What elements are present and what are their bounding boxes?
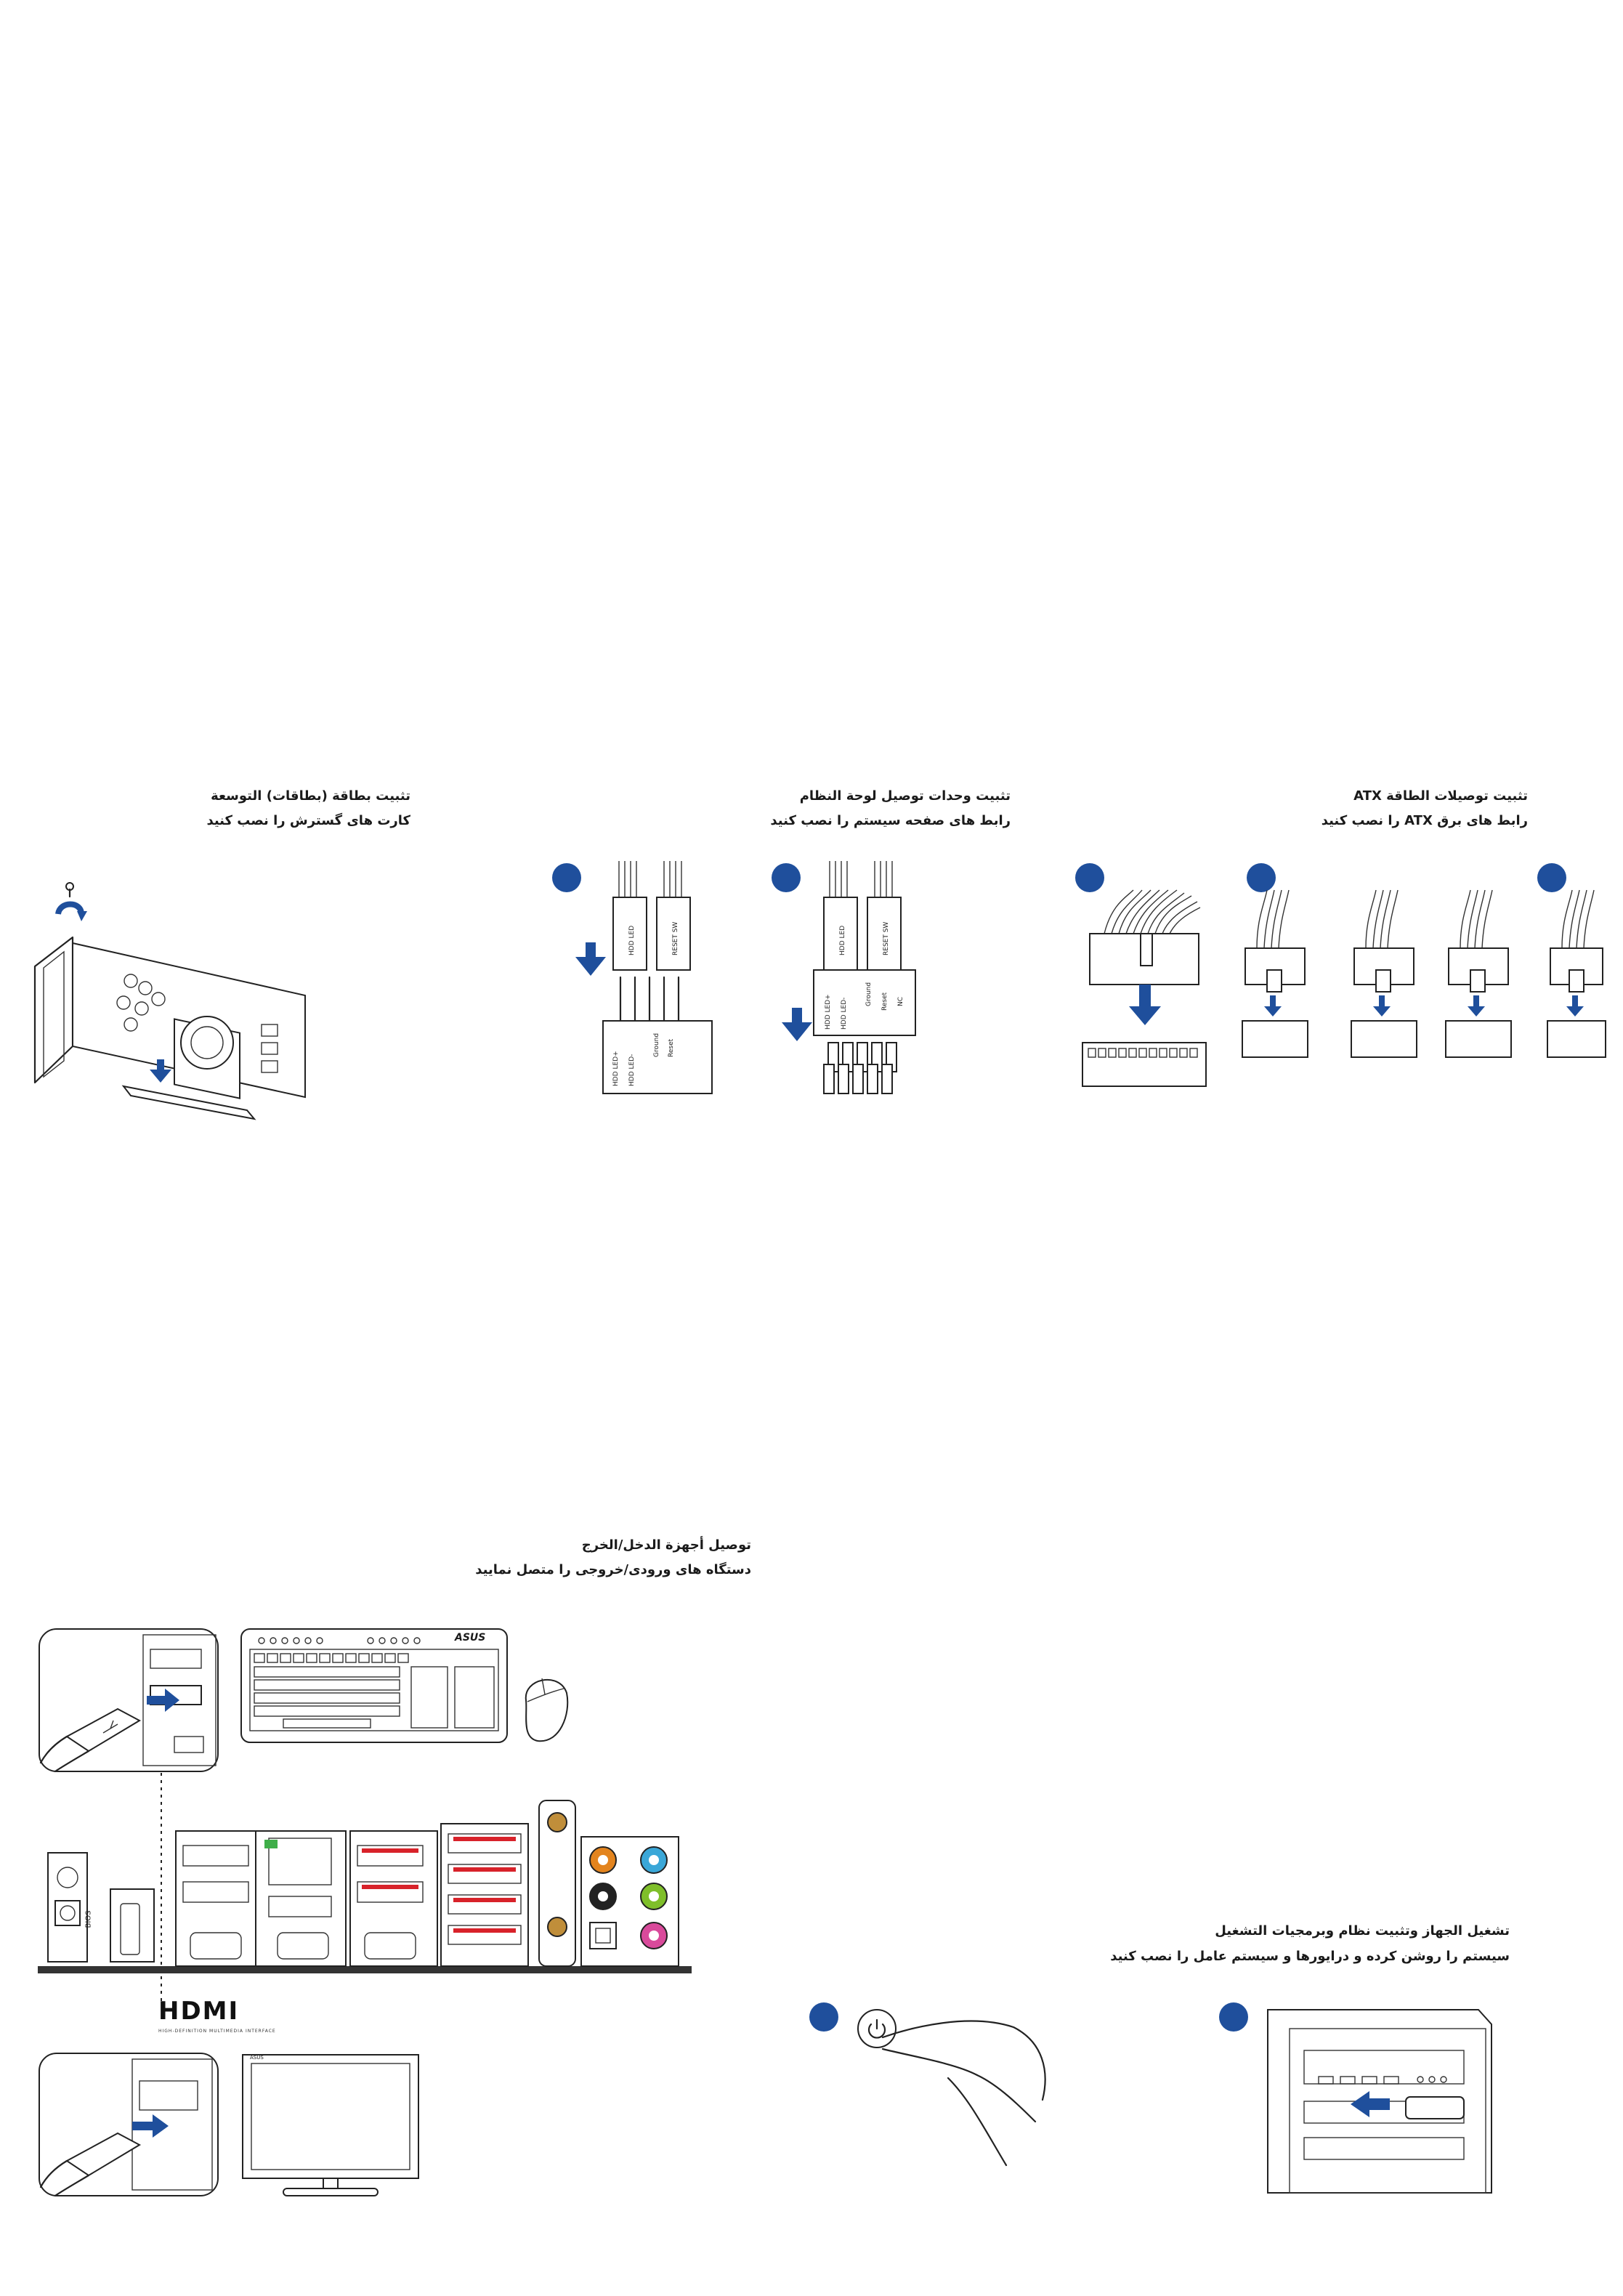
pin-label: Reset [668, 1038, 675, 1057]
expansion-card-illustration [33, 882, 306, 1120]
down-arrow-icon [782, 1008, 812, 1041]
front-panel-title-ar: تثبيت وحدات توصيل لوحة النظام [799, 788, 1011, 804]
down-arrow-icon [575, 942, 606, 976]
down-arrow-icon [150, 1059, 171, 1083]
atx-24pin-connector [1082, 889, 1207, 1087]
front-panel-title-fa: رابط های صفحه سیستم را نصب کنید [770, 813, 1011, 828]
pin-label: HDD LED+ [825, 994, 832, 1030]
pin-label: HDD LED- [628, 1054, 636, 1086]
refresh-icon [57, 1867, 78, 1888]
rotate-arrow-icon [55, 901, 84, 915]
usb-plug-inset [39, 1628, 219, 1773]
power-on-title-ar: تشغيل الجهاز وتثبيت نظام وبرمجيات التشغي… [1215, 1923, 1510, 1939]
pin-label: HDD LED+ [612, 1051, 620, 1086]
mouse-illustration [525, 1678, 569, 1742]
step-badge-3 [1537, 863, 1566, 892]
usb-drive-insert [1267, 2009, 1492, 2194]
power-on-title-fa: سیستم را روشن کرده و درایورها و سیستم عا… [1110, 1949, 1510, 1964]
pin-label: Ground [865, 982, 873, 1006]
pin-label: NC [897, 997, 904, 1006]
keyboard-illustration: ASUS [240, 1628, 509, 1744]
step-badge-2 [1219, 2002, 1248, 2032]
step-badge-2 [772, 863, 801, 892]
rear-io-panel [38, 1773, 692, 2005]
step-badge-1 [552, 863, 581, 892]
bios-label: BIOS [84, 1910, 93, 1928]
front-panel-connector-left: HDD LED RESET SW HDD LED+ HDD LED- Groun… [575, 861, 713, 1094]
hdmi-logo: HDMI [158, 1997, 240, 2026]
step-badge-1 [1075, 863, 1104, 892]
atx-title-ar: تثبيت توصيلات الطاقة ATX [1353, 788, 1528, 804]
step-badge-1 [809, 2002, 838, 2032]
down-arrow-icon [1264, 995, 1282, 1016]
pin-label: HDD LED [628, 926, 636, 955]
atx-8pin-connectors [1242, 889, 1417, 1058]
expansion-title-ar: تثبيت بطاقة (بطاقات) التوسعة [211, 788, 410, 804]
power-button-press [857, 2009, 1046, 2167]
io-title-fa: دستگاه های ورودی/خروجی را متصل نمایید [475, 1562, 751, 1577]
atx-8pin-connectors-2 [1445, 889, 1606, 1058]
down-arrow-icon [1129, 985, 1161, 1025]
usb-icon [102, 1720, 118, 1734]
expansion-title-fa: کارت های گسترش را نصب کنید [206, 813, 410, 828]
keyboard-brand: ASUS [455, 1632, 486, 1644]
pin-label: Reset [881, 992, 889, 1011]
front-panel-connector-right: HDD LED RESET SW HDD LED+ HDD LED- Groun… [782, 861, 916, 1094]
power-icon [867, 2018, 886, 2039]
screw-icon [65, 882, 74, 898]
pin-label: HDD LED- [841, 998, 848, 1030]
pin-label: RESET SW [672, 922, 679, 955]
hdmi-tagline: HIGH-DEFINITION MULTIMEDIA INTERFACE [158, 2029, 276, 2034]
hdmi-plug-inset [39, 2053, 219, 2197]
atx-title-fa: رابط های برق ATX را نصب کنید [1321, 813, 1528, 828]
pin-label: HDD LED [839, 926, 846, 955]
pin-label: RESET SW [883, 922, 890, 955]
pin-label: Ground [653, 1033, 660, 1057]
monitor-brand: ASUS [250, 2055, 264, 2061]
step-badge-2 [1247, 863, 1276, 892]
io-title-ar: توصيل أجهزة الدخل/الخرج [581, 1537, 751, 1553]
monitor-illustration: ASUS [240, 2052, 421, 2197]
